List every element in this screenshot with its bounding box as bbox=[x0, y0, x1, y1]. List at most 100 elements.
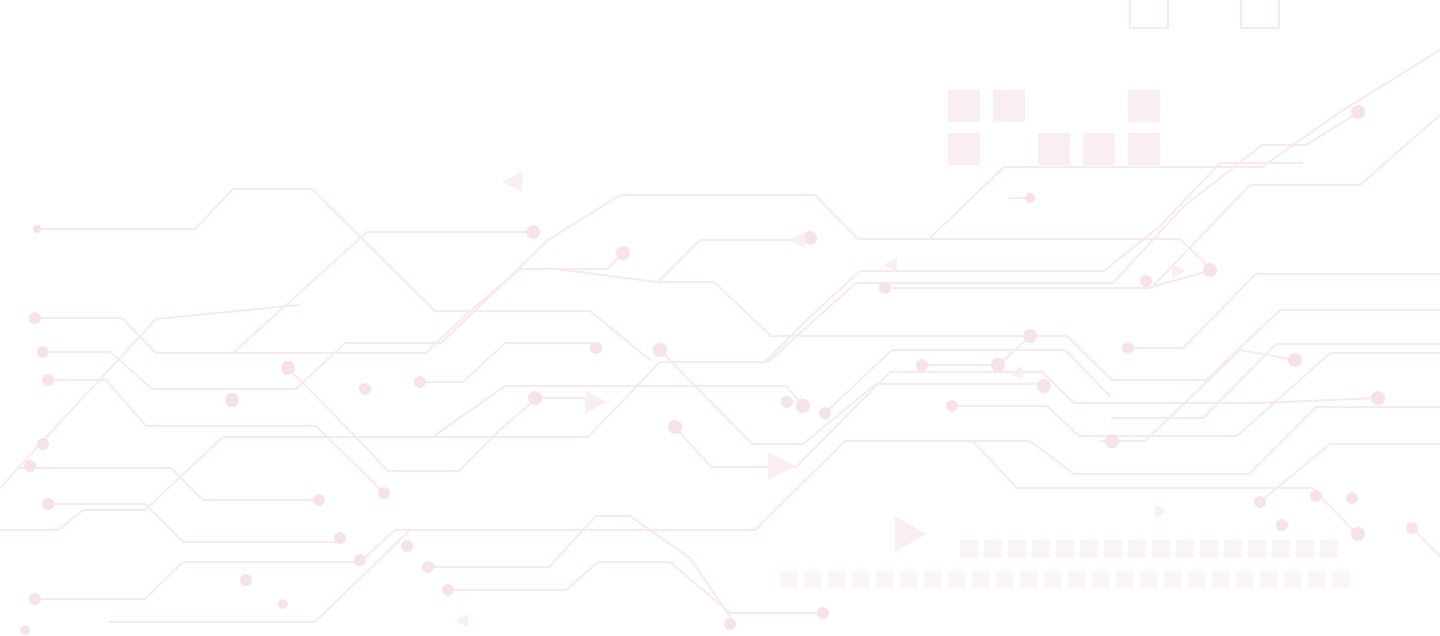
circuit-node bbox=[401, 540, 413, 552]
circuit-node bbox=[590, 342, 602, 354]
circuit-node bbox=[803, 231, 817, 245]
chip-pin bbox=[780, 570, 798, 588]
circuit-node bbox=[1310, 490, 1322, 502]
chip-block bbox=[1038, 133, 1070, 165]
chip-pin bbox=[1032, 540, 1050, 558]
circuit-trace bbox=[427, 515, 736, 625]
circuit-node bbox=[33, 225, 41, 233]
circuit-arrow bbox=[895, 516, 926, 552]
circuit-node bbox=[20, 625, 30, 635]
chip-pin bbox=[1104, 540, 1122, 558]
circuit-trace bbox=[47, 503, 341, 543]
circuit-node bbox=[724, 618, 736, 630]
circuit-arrow bbox=[768, 452, 796, 480]
circuit-node bbox=[1406, 522, 1418, 534]
chip-pin bbox=[960, 540, 978, 558]
chip-outline bbox=[1129, 0, 1169, 29]
circuit-node bbox=[1351, 105, 1365, 119]
circuit-node bbox=[378, 487, 390, 499]
circuit-node bbox=[668, 420, 682, 434]
circuit-trace bbox=[1153, 114, 1440, 286]
chip-pin bbox=[948, 570, 966, 588]
chip-pin bbox=[1152, 540, 1170, 558]
chip-block bbox=[1128, 133, 1160, 165]
circuit-trace bbox=[0, 304, 300, 489]
chip-pin bbox=[804, 570, 822, 588]
circuit-trace bbox=[951, 352, 1440, 437]
circuit-node bbox=[1288, 353, 1302, 367]
circuit-trace bbox=[972, 440, 1358, 535]
circuit-arrow bbox=[1155, 504, 1167, 518]
circuit-node bbox=[334, 532, 346, 544]
chip-pin bbox=[996, 570, 1014, 588]
circuit-trace bbox=[548, 267, 1031, 337]
chip-pin bbox=[1248, 540, 1266, 558]
circuit-trace bbox=[36, 188, 651, 361]
circuit-node bbox=[879, 282, 891, 294]
circuit-trace bbox=[764, 162, 1303, 363]
circuit-trace bbox=[447, 561, 824, 614]
circuit-node bbox=[359, 383, 371, 395]
circuit-trace bbox=[433, 385, 804, 437]
circuit-node bbox=[991, 358, 1005, 372]
circuit-node bbox=[313, 494, 325, 506]
circuit-trace bbox=[1259, 443, 1440, 503]
circuit-node bbox=[1105, 434, 1119, 448]
circuit-node bbox=[1346, 492, 1358, 504]
circuit-node bbox=[653, 343, 667, 357]
chip-pin bbox=[900, 570, 918, 588]
circuit-trace bbox=[1099, 349, 1296, 442]
circuit-trace bbox=[1111, 343, 1440, 419]
circuit-node bbox=[817, 607, 829, 619]
circuit-trace bbox=[232, 231, 534, 354]
chip-pin bbox=[1140, 570, 1158, 588]
circuit-node bbox=[1122, 342, 1134, 354]
circuit-arrow bbox=[585, 390, 606, 414]
chip-pin bbox=[828, 570, 846, 588]
circuit-trace bbox=[109, 529, 411, 623]
circuit-node bbox=[42, 498, 54, 510]
chip-pin bbox=[1320, 540, 1338, 558]
circuit-node bbox=[1037, 379, 1051, 393]
circuit-arrow bbox=[502, 172, 522, 192]
chip-pin bbox=[1260, 570, 1278, 588]
chip-pin bbox=[1212, 570, 1230, 588]
chip-pin bbox=[1128, 540, 1146, 558]
chip-pin bbox=[1044, 570, 1062, 588]
circuit-node bbox=[414, 376, 426, 388]
circuit-trace bbox=[824, 349, 1111, 414]
circuit-trace bbox=[1411, 527, 1440, 557]
chip-block bbox=[1083, 133, 1115, 165]
circuit-node bbox=[1371, 391, 1385, 405]
circuit-node bbox=[1025, 193, 1035, 203]
chip-pin bbox=[1272, 540, 1290, 558]
circuit-arrow bbox=[790, 232, 805, 248]
circuit-node bbox=[225, 393, 239, 407]
chip-pin bbox=[924, 570, 942, 588]
chip-pin bbox=[1008, 540, 1026, 558]
circuit-node bbox=[528, 391, 542, 405]
circuit-node bbox=[1351, 527, 1365, 541]
chip-pin bbox=[1284, 570, 1302, 588]
circuit-trace bbox=[659, 349, 1043, 445]
circuit-node bbox=[281, 361, 295, 375]
circuit-trace bbox=[34, 252, 624, 354]
chip-pin bbox=[1080, 540, 1098, 558]
chip-pin bbox=[1332, 570, 1350, 588]
chip-pin bbox=[1236, 570, 1254, 588]
chip-pin bbox=[1068, 570, 1086, 588]
circuit-trace bbox=[47, 379, 385, 494]
circuit-node bbox=[354, 554, 366, 566]
circuit-trace bbox=[42, 194, 1213, 390]
circuit-arrow bbox=[883, 258, 897, 272]
circuit-trace bbox=[419, 342, 597, 383]
circuit-node bbox=[24, 460, 36, 472]
chip-pin bbox=[1116, 570, 1134, 588]
circuit-node bbox=[442, 584, 454, 596]
circuit-node bbox=[240, 574, 252, 586]
chip-pin bbox=[1020, 570, 1038, 588]
circuit-trace bbox=[921, 309, 1440, 381]
circuit-node bbox=[1203, 263, 1217, 277]
